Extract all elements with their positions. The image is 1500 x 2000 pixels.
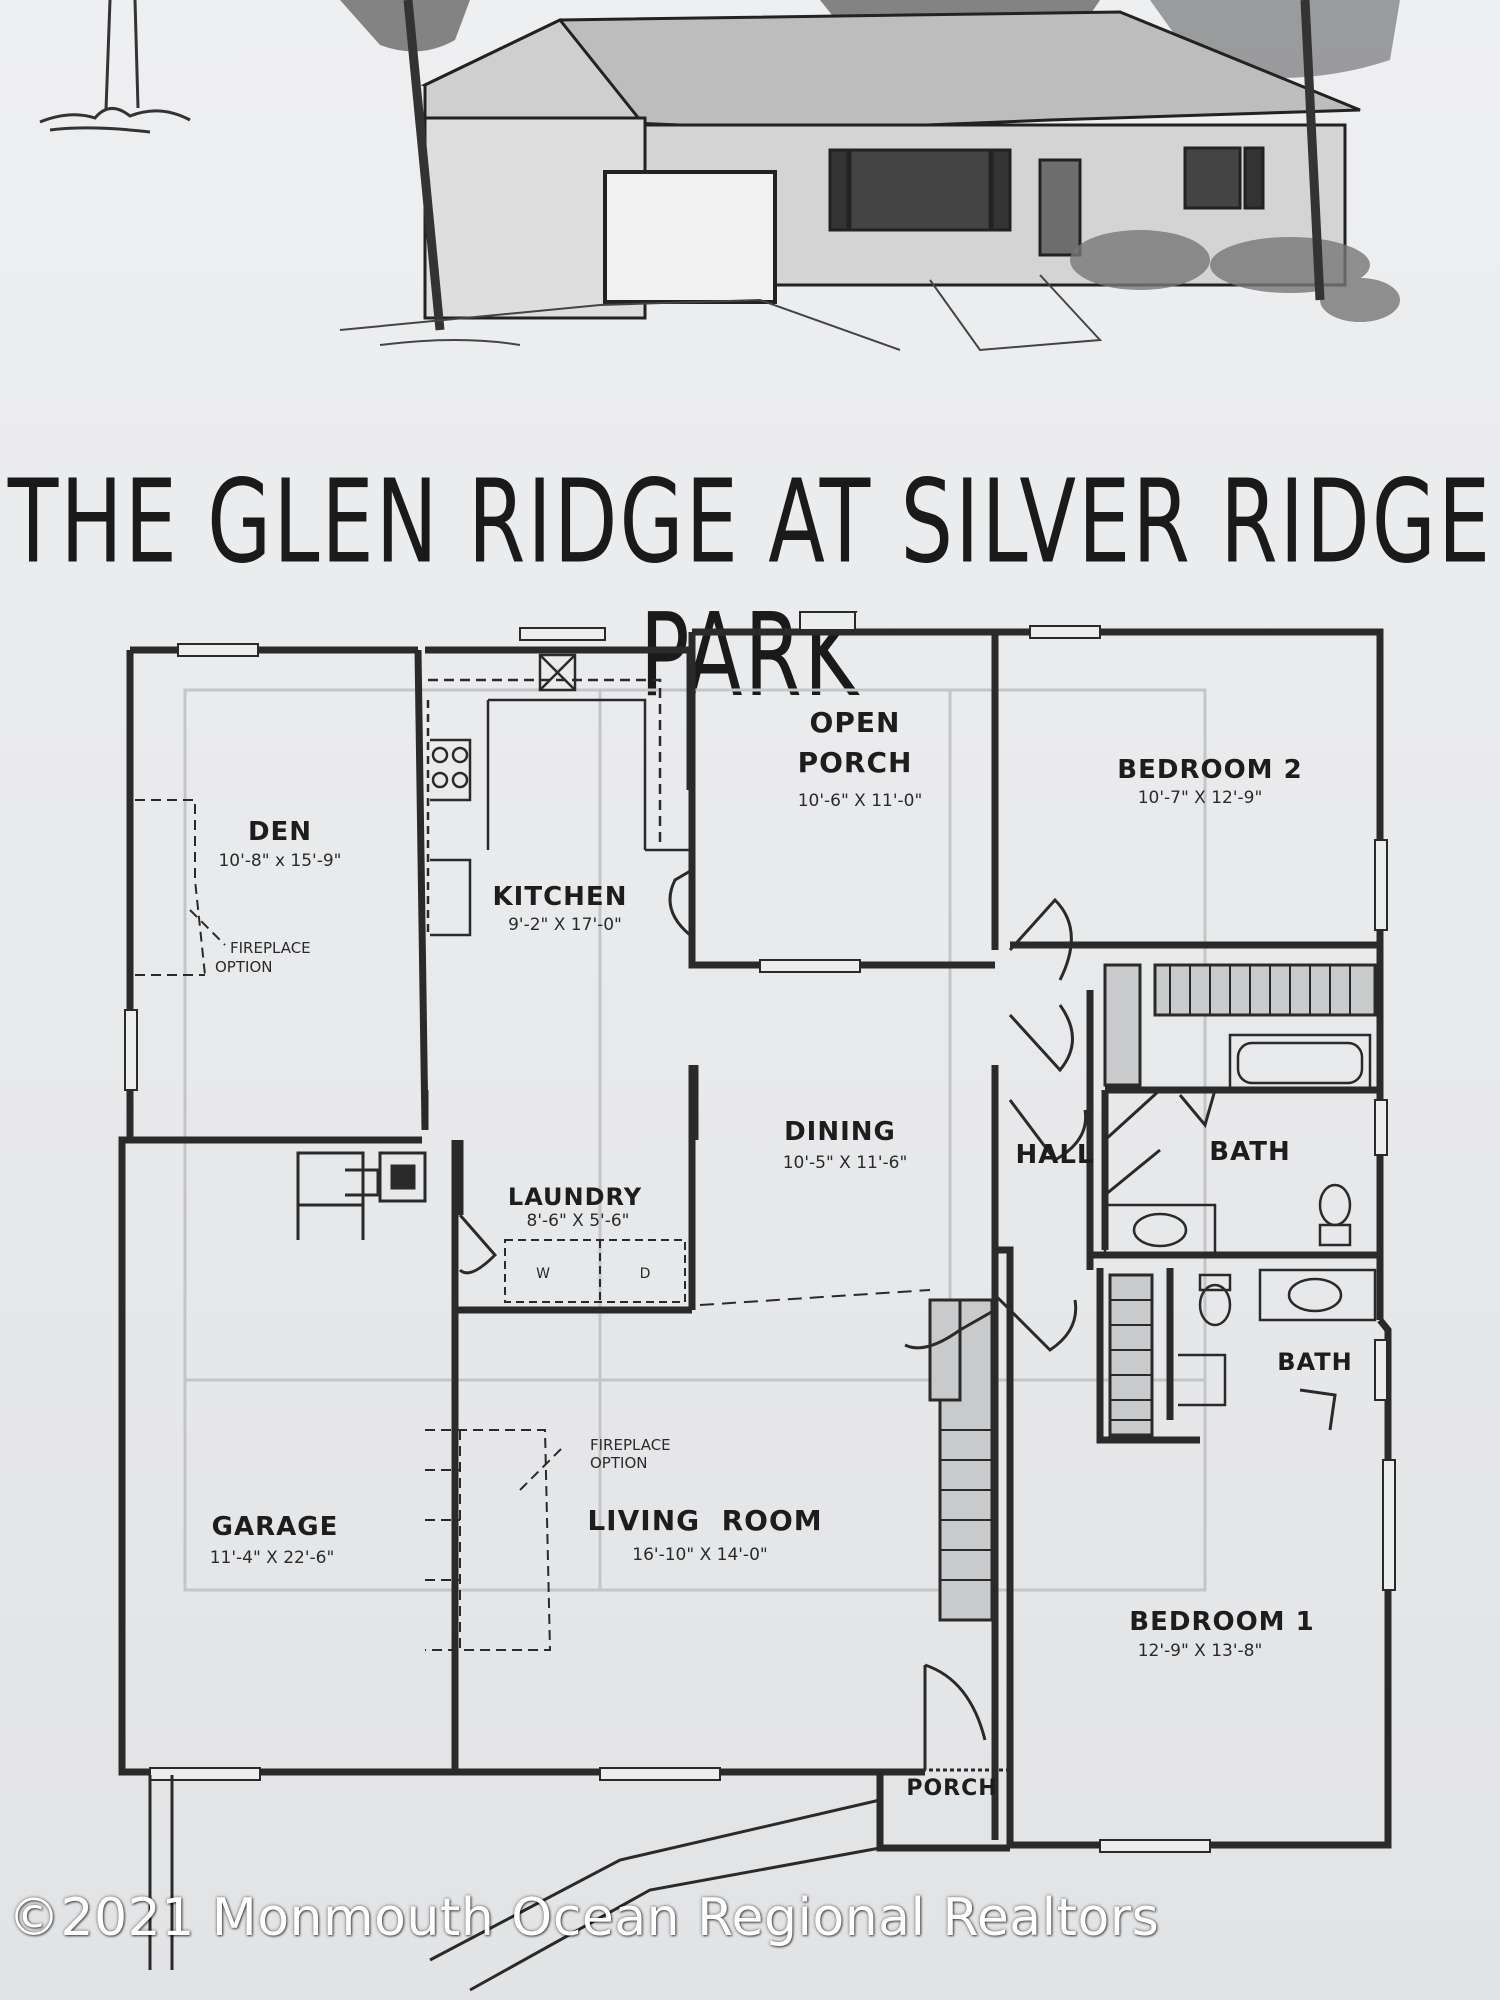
bedroom1-label: BEDROOM 1 [1129, 1607, 1314, 1637]
washer-dryer [504, 1239, 686, 1303]
bath-fixtures [1103, 1033, 1377, 1407]
house-rendering-sketch [39, 0, 1400, 352]
open-porch-label-2: PORCH [798, 746, 913, 779]
dining-label: DINING [784, 1117, 896, 1147]
living-fireplace-option-outline [425, 1429, 566, 1651]
washer-label: W [536, 1266, 550, 1282]
living-room-label: LIVING ROOM [587, 1504, 822, 1537]
brochure-title: THE GLEN RIDGE AT SILVER RIDGE PARK [7, 455, 1493, 723]
garage-label: GARAGE [212, 1512, 339, 1542]
door-swings [458, 868, 1337, 1770]
den-fireplace-note-2: OPTION [215, 958, 272, 976]
front-tree-trunks [403, 0, 1325, 331]
living-fireplace-note-1: FIREPLACE [590, 1436, 671, 1454]
den-dims: 10'-8" x 15'-9" [218, 851, 341, 871]
dining-dims: 10'-5" X 11'-6" [783, 1153, 908, 1173]
water-heater-symbol [296, 1151, 427, 1240]
laundry-label: LAUNDRY [508, 1183, 642, 1211]
bath1-label: BATH [1209, 1137, 1290, 1167]
den-label: DEN [248, 817, 312, 847]
driveway-and-walk [339, 274, 1103, 352]
living-fireplace-note-2: OPTION [590, 1454, 647, 1472]
bedroom2-dims: 10'-7" X 12'-9" [1138, 788, 1263, 808]
closet-hatching [940, 965, 1351, 1581]
front-door-sketch [1038, 158, 1082, 257]
kitchen-counters [426, 653, 690, 937]
copyright-watermark: ©2021 Monmouth Ocean Regional Realtors [8, 1888, 1160, 1948]
den-fireplace-option-outline [135, 799, 226, 976]
walls [118, 628, 1392, 1852]
open-porch-label-1: OPEN [810, 706, 901, 739]
room-labels: DEN 10'-8" x 15'-9" FIREPLACE OPTION KIT… [210, 706, 1352, 1801]
hall-label: HALL [1015, 1140, 1094, 1170]
open-porch-dims: 10'-6" X 11'-0" [798, 791, 923, 811]
kitchen-label: KITCHEN [493, 882, 628, 912]
windows [124, 611, 1396, 1853]
left-tree-sketch [39, 0, 191, 134]
dryer-label: D [640, 1266, 651, 1282]
bath2-label: BATH [1277, 1348, 1352, 1376]
dining-boundary-dashed [699, 1289, 931, 1306]
laundry-dims: 8'-6" X 5'-6" [527, 1211, 630, 1231]
living-room-dims: 16'-10" X 14'-0" [632, 1545, 767, 1565]
bedroom1-dims: 12'-9" X 13'-8" [1138, 1641, 1263, 1661]
garage-dims: 11'-4" X 22'-6" [210, 1548, 335, 1568]
shrubs [1070, 230, 1400, 322]
kitchen-dims: 9'-2" X 17'-0" [508, 915, 622, 935]
den-fireplace-note-1: FIREPLACE [230, 939, 311, 957]
side-window-sketch [1183, 146, 1265, 210]
front-walk [148, 1768, 1012, 1992]
porch-label: PORCH [906, 1776, 997, 1801]
bedroom2-label: BEDROOM 2 [1117, 755, 1302, 785]
front-window-sketch [828, 148, 1012, 232]
